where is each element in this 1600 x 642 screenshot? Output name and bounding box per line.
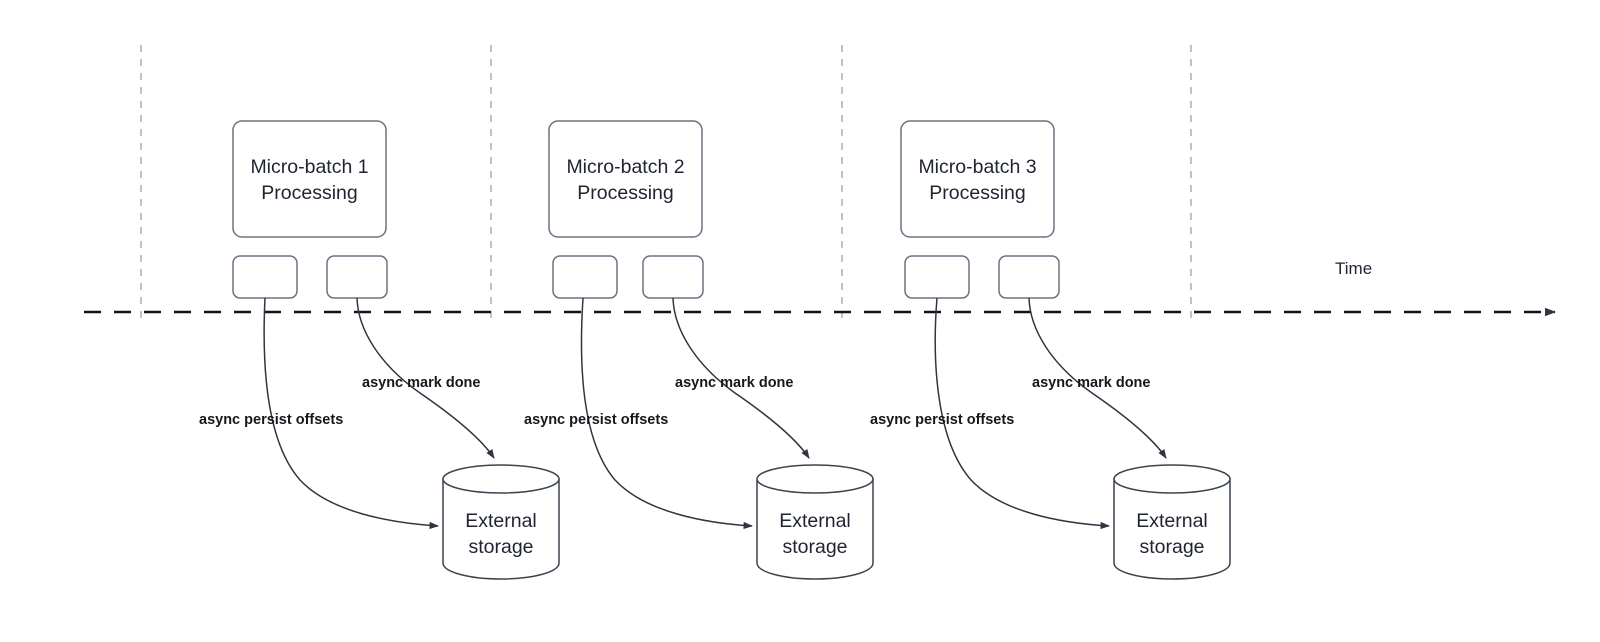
group-3-async-mark-done-edge — [1028, 297, 1167, 459]
micro-batch-2-process-box[interactable]: Micro-batch 2 Processing — [548, 120, 703, 238]
group-3-async-mark-done-label: async mark done — [1032, 375, 1150, 391]
group-1-async-persist-offsets-label: async persist offsets — [199, 412, 343, 428]
group-2-external-storage-cylinder[interactable]: External storage — [756, 464, 874, 580]
group-3: Micro-batch 3 Processing async persist o… — [870, 120, 1231, 580]
cylinder-top — [756, 464, 874, 494]
cylinder-label-line1: External — [1136, 510, 1208, 532]
group-2-async-persist-offsets-label: async persist offsets — [524, 412, 668, 428]
process-box-rect[interactable] — [232, 120, 387, 238]
cylinder-top — [442, 464, 560, 494]
process-box-line2: Processing — [577, 182, 673, 204]
cylinder-label-line1: External — [779, 510, 851, 532]
process-box-line1: Micro-batch 1 — [250, 156, 368, 178]
tick-lines — [140, 45, 1192, 320]
process-box-line1: Micro-batch 2 — [566, 156, 684, 178]
group-3-async-persist-offsets-label: async persist offsets — [870, 412, 1014, 428]
group-1-async-mark-done-label: async mark done — [362, 375, 480, 391]
time-axis-label: Time — [1335, 259, 1372, 278]
group-2-async-persist-offsets-edge — [580, 297, 753, 530]
process-box-line1: Micro-batch 3 — [918, 156, 1036, 178]
group-2-async-mark-done-label: async mark done — [675, 375, 793, 391]
group-1-external-storage-cylinder[interactable]: External storage — [442, 464, 560, 580]
time-axis: Time — [84, 259, 1556, 317]
cylinder-body[interactable] — [1113, 478, 1231, 580]
cylinder-label-line2: storage — [468, 536, 533, 558]
process-box-line2: Processing — [929, 182, 1025, 204]
cylinder-body[interactable] — [442, 478, 560, 580]
micro-batch-3-process-box[interactable]: Micro-batch 3 Processing — [900, 120, 1055, 238]
group-3-mark-done-task-box[interactable] — [998, 255, 1060, 299]
group-2-mark-done-task-box[interactable] — [642, 255, 704, 299]
cylinder-body[interactable] — [756, 478, 874, 580]
group-3-persist-offsets-task-box[interactable] — [904, 255, 970, 299]
process-box-rect[interactable] — [548, 120, 703, 238]
cylinder-label-line2: storage — [782, 536, 847, 558]
process-box-rect[interactable] — [900, 120, 1055, 238]
group-1-async-persist-offsets-edge — [263, 297, 439, 530]
group-3-async-persist-offsets-edge — [934, 297, 1110, 530]
group-1-async-mark-done-edge — [356, 297, 495, 459]
micro-batch-1-process-box[interactable]: Micro-batch 1 Processing — [232, 120, 387, 238]
group-1-mark-done-task-box[interactable] — [326, 255, 388, 299]
cylinder-label-line1: External — [465, 510, 537, 532]
process-box-line2: Processing — [261, 182, 357, 204]
cylinder-label-line2: storage — [1139, 536, 1204, 558]
group-3-external-storage-cylinder[interactable]: External storage — [1113, 464, 1231, 580]
cylinder-top — [1113, 464, 1231, 494]
group-2-persist-offsets-task-box[interactable] — [552, 255, 618, 299]
group-1-persist-offsets-task-box[interactable] — [232, 255, 298, 299]
group-2: Micro-batch 2 Processing async persist o… — [524, 120, 874, 580]
group-2-async-mark-done-edge — [672, 297, 810, 459]
group-1: Micro-batch 1 Processing async persist o… — [199, 120, 560, 580]
